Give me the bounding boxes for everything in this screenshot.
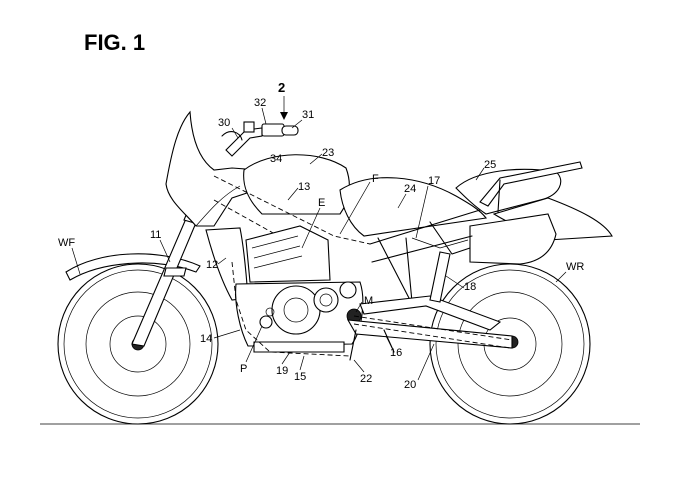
ref-25: 25 (484, 159, 496, 171)
grip-switch (261, 123, 285, 137)
front-fender (65, 253, 201, 281)
ref-23: 23 (322, 147, 334, 159)
oil-pan (253, 341, 345, 353)
figure-title: FIG. 1 (84, 30, 145, 55)
ref-18: 18 (464, 281, 476, 293)
reference-labels: 2 32 31 30 34 23 25 13 F 24 17 E 11 WF 1… (58, 80, 584, 391)
ref-M: M (364, 295, 373, 307)
ref-WR: WR (566, 261, 584, 273)
front-wheel (57, 263, 219, 425)
ref-20: 20 (404, 379, 416, 391)
ref-2: 2 (278, 80, 285, 95)
ref-19: 19 (276, 365, 288, 377)
clutch-cover (271, 285, 321, 335)
ref-WF: WF (58, 237, 75, 249)
throttle-grip (281, 125, 299, 136)
rear-shock (429, 251, 451, 303)
ref-31: 31 (302, 109, 314, 121)
ref-24: 24 (404, 183, 416, 195)
ref-22: 22 (360, 373, 372, 385)
ref-30: 30 (218, 117, 230, 129)
swing-arm (346, 295, 513, 349)
drive-chain (353, 315, 513, 349)
ref-12: 12 (206, 259, 218, 271)
ref-E: E (318, 197, 325, 209)
rear-carrier (479, 161, 583, 213)
ref-34: 34 (270, 153, 282, 165)
rear-side-panel (469, 213, 557, 265)
ref-P: P (240, 363, 247, 375)
ref-15: 15 (294, 371, 306, 383)
ref-16: 16 (390, 347, 402, 359)
ref-14: 14 (200, 333, 212, 345)
exhaust-pipe (231, 261, 351, 357)
engine (235, 225, 364, 353)
front-cowl (165, 110, 261, 227)
ref-32: 32 (254, 97, 266, 109)
ref-F: F (372, 173, 379, 185)
handlebar-assembly (221, 121, 299, 157)
fuel-tank (243, 154, 350, 215)
ref-17: 17 (428, 175, 440, 187)
ref-13: 13 (298, 181, 310, 193)
side-stand (349, 329, 395, 361)
ref-11: 11 (150, 229, 161, 241)
